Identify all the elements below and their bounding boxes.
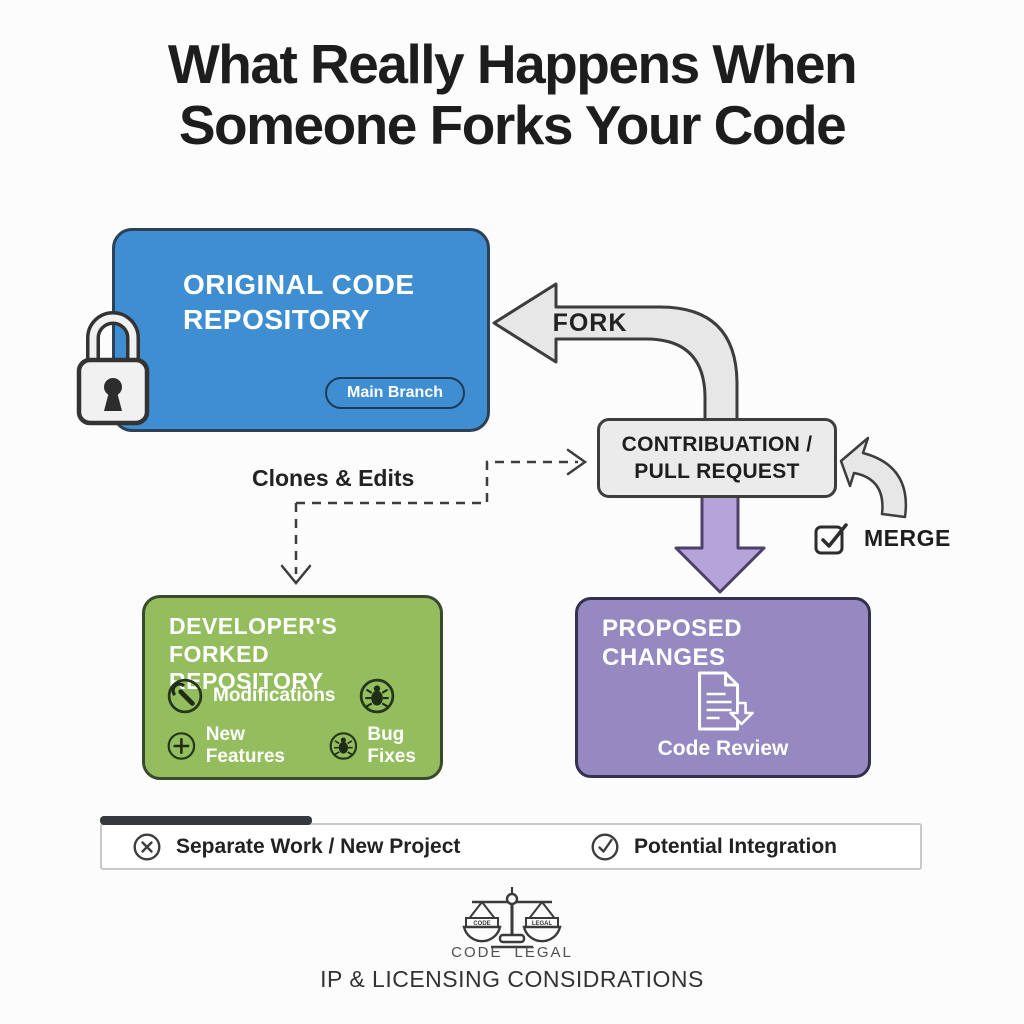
legend-item-potential-integration: Potential Integration	[590, 825, 837, 868]
legend-accent-bar	[100, 816, 312, 825]
merge-arrow	[839, 436, 908, 519]
scale-caption-right: LEGAL	[514, 944, 573, 961]
pull-request-down-arrow	[674, 492, 766, 594]
clones-dashed-arrowhead-right	[566, 448, 588, 476]
forked-repo-feature-row-1: Modifications	[167, 678, 405, 714]
forked-repo-title-line2: REPOSITORY	[169, 668, 324, 695]
contribution-box: CONTRIBUATION / PULL REQUEST	[597, 418, 837, 498]
merge-row: MERGE	[812, 518, 951, 558]
document-review-icon	[698, 671, 754, 731]
page-title-line1: What Really Happens When	[167, 33, 858, 95]
original-repo-title-line1: ORIGINAL CODE	[183, 269, 415, 300]
checkbox-check-icon	[814, 523, 848, 555]
clones-edits-label: Clones & Edits	[252, 465, 415, 491]
bug-icon	[360, 678, 395, 714]
proposed-changes-box: PROPOSED CHANGES Code Review	[575, 597, 871, 778]
feature-label: Bug Fixes	[367, 724, 416, 767]
legend-item-separate-work: Separate Work / New Project	[132, 825, 460, 868]
bug-icon	[329, 732, 357, 760]
lock-icon	[76, 311, 150, 426]
plus-icon	[167, 732, 196, 760]
legend-label: Potential Integration	[634, 834, 838, 858]
feature-label: New Features	[205, 724, 285, 767]
merge-label: MERGE	[864, 524, 951, 551]
contribution-line2: PULL REQUEST	[634, 460, 800, 483]
forked-repo-feature-row-2: New Features Bug Fixes	[167, 724, 440, 768]
main-branch-badge: Main Branch	[324, 377, 465, 409]
clones-dashed-connector	[296, 460, 578, 505]
proposed-changes-title-line1: PROPOSED	[602, 615, 743, 642]
clones-dashed-arrowhead-down	[280, 564, 312, 585]
proposed-changes-title: PROPOSED CHANGES	[602, 615, 742, 673]
scale-pan-right-label: LEGAL	[532, 921, 553, 927]
proposed-changes-title-line2: CHANGES	[602, 643, 726, 671]
legend-bar: Separate Work / New Project Potential In…	[100, 823, 922, 870]
page-title: What Really Happens When Someone Forks Y…	[0, 34, 1024, 155]
x-circle-icon	[133, 832, 161, 861]
original-repo-title: ORIGINAL CODE REPOSITORY	[183, 267, 415, 337]
scale-caption-left: CODE	[451, 944, 503, 961]
contribution-box-text: CONTRIBUATION / PULL REQUEST	[622, 431, 813, 486]
feature-label: Modifications	[213, 685, 336, 706]
code-review-caption: Code Review	[657, 737, 789, 760]
check-circle-icon	[591, 832, 619, 861]
page-title-line2: Someone Forks Your Code	[178, 93, 847, 156]
contribution-line1: CONTRIBUATION /	[621, 432, 813, 456]
fork-arrow	[492, 282, 739, 426]
legend-label: Separate Work / New Project	[176, 834, 461, 858]
scale-pan-left-label: CODE	[473, 921, 490, 927]
original-repo-box: ORIGINAL CODE REPOSITORY Main Branch	[112, 228, 490, 432]
forked-repo-title-line1: DEVELOPER'S FORKED	[169, 613, 338, 667]
wrench-icon	[167, 678, 203, 714]
footer-title: IP & LICENSING CONSIDRATIONS	[320, 966, 704, 992]
balance-scale-icon: CODE LEGAL	[462, 887, 562, 949]
forked-repo-box: DEVELOPER'S FORKED REPOSITORY Modificati…	[142, 595, 443, 780]
fork-label: FORK	[552, 309, 628, 337]
original-repo-title-line2: REPOSITORY	[183, 304, 371, 335]
scale-caption: CODE LEGAL	[0, 944, 1024, 961]
forked-repo-title: DEVELOPER'S FORKED REPOSITORY	[169, 613, 440, 696]
